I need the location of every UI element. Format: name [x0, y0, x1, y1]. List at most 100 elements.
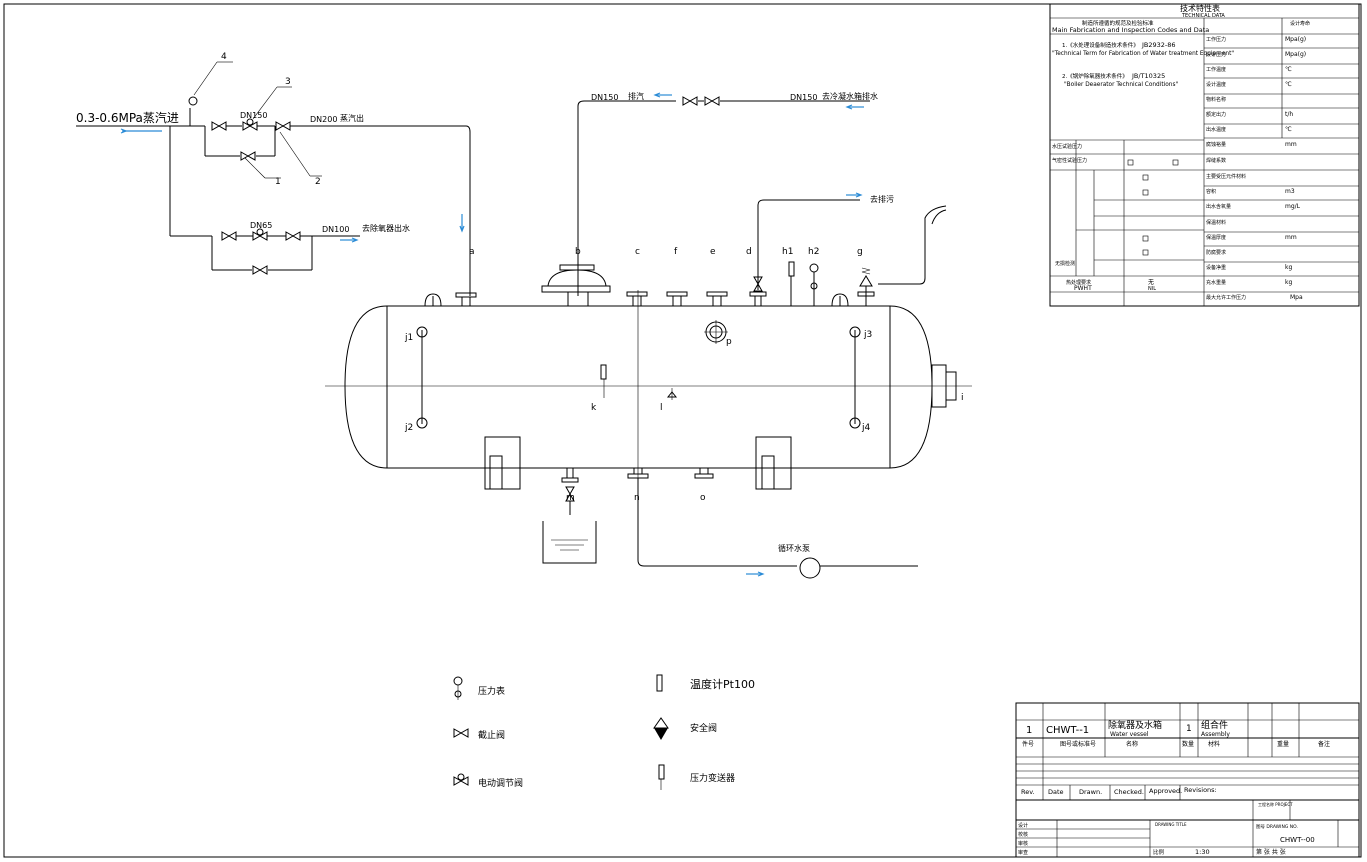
nozzle-label: h2: [808, 247, 819, 257]
tb-dwg-no-label: 图号 DRAWING NO.: [1256, 824, 1298, 830]
pressure-transmitter-icon: [658, 764, 665, 780]
legend-label: 安全阀: [690, 722, 717, 734]
spec-code2-en: "Boiler Deaerator Technical Conditions": [1064, 82, 1178, 88]
level-gauge-icon: [849, 326, 861, 338]
tb-scale-label: 比例: [1153, 848, 1165, 856]
dn-label: DN200: [310, 115, 337, 124]
callout-number: 3: [285, 77, 291, 87]
nozzle-label: h1: [782, 247, 793, 257]
level-gauge-icon: [849, 417, 861, 429]
spec-volume: 容积: [1206, 188, 1216, 195]
legend: [453, 674, 669, 790]
bottom-nozzles: [542, 468, 918, 579]
spec-subtitle: TECHNICAL DATA: [1181, 13, 1225, 19]
tb-col: 数量: [1182, 740, 1194, 748]
stop-valve-icon: [211, 121, 227, 131]
spec-pwht-en: PWHT: [1074, 285, 1092, 292]
legend-label: 电动调节阀: [478, 777, 523, 789]
electric-valve-icon: [252, 231, 268, 241]
nozzle-label: n: [634, 493, 640, 503]
pressure-gauge-icon: [453, 676, 463, 686]
pressure-gauge-icon: [188, 96, 198, 106]
tb-scale: 1:30: [1195, 848, 1210, 856]
spec-row-label: 物料名称: [1206, 96, 1226, 103]
nozzle-label: e: [710, 247, 716, 257]
nozzle-label: l: [660, 403, 663, 413]
callout-number: 4: [221, 52, 227, 62]
level-gauge-icon: [416, 417, 428, 429]
spec-codes-cn: 制造所遵循的规范及检验标准: [1082, 19, 1154, 27]
spec-codes-en: Main Fabrication and Inspection Codes an…: [1052, 26, 1209, 34]
nozzle-label: a: [469, 247, 475, 257]
dn-label: DN150: [790, 93, 817, 102]
tb-col: 重量: [1277, 740, 1289, 748]
pressure-gauge-icon: [809, 263, 819, 273]
tb-revisions: Revisions:: [1184, 786, 1217, 794]
thermometer-icon: [600, 364, 607, 380]
spec-unit: m3: [1285, 188, 1295, 195]
spec-row-label: 额定出力: [1206, 111, 1226, 118]
tb-col: 件号: [1022, 740, 1034, 748]
steam-manifold: [76, 61, 471, 296]
spec-row-label: 出水温度: [1206, 126, 1226, 133]
tb-qty: 1: [1026, 725, 1032, 736]
spec-unit: mm: [1285, 234, 1297, 241]
tb-dwg: CHWT--1: [1046, 725, 1089, 736]
tb-qty2: 1: [1186, 724, 1192, 734]
nozzle-label: f: [674, 247, 678, 257]
vent-line: [577, 92, 870, 296]
spec-row-label: 设计温度: [1206, 81, 1226, 88]
spec-corrosion: 腐蚀裕量: [1206, 141, 1226, 148]
tb-asm-cn: 组合件: [1201, 719, 1228, 731]
spec-oxygen: 出水含氧量: [1206, 203, 1231, 210]
tb-col: 图号或标准号: [1060, 740, 1096, 748]
thermometer-icon: [656, 674, 663, 692]
title-block: [1015, 702, 1360, 858]
spec-pwht-cn: 热处理要求: [1066, 279, 1091, 286]
tb-asm-en: Assembly: [1201, 731, 1230, 738]
spec-unit: mm: [1285, 141, 1297, 148]
pump-label: 循环水泵: [778, 543, 810, 553]
tb-project: 工程名称 PROJECT: [1258, 801, 1293, 807]
tb-date: Date: [1048, 788, 1064, 796]
spec-row-unit: Mpa(g): [1285, 36, 1306, 43]
level-gauge-icon: [416, 326, 428, 338]
spec-full-weight: 充水重量: [1206, 279, 1226, 286]
stop-valve-icon: [704, 96, 720, 106]
callout-number: 2: [315, 177, 321, 187]
spec-insulation-thk: 保温厚度: [1206, 234, 1226, 241]
spec-material: 主要受压元件材料: [1206, 173, 1246, 180]
spec-code1-no: JB2932-86: [1141, 41, 1176, 49]
spec-code2-no: JB/T10325: [1131, 72, 1165, 80]
safety-valve-icon: [653, 717, 669, 729]
tb-dwg-no: CHWT--00: [1280, 836, 1315, 844]
spec-unit: kg: [1285, 279, 1292, 286]
thermometer-icon: [788, 261, 795, 277]
stop-valve-icon: [682, 96, 698, 106]
spec-weld: 焊缝系数: [1206, 157, 1226, 164]
dn-label: DN150: [240, 111, 267, 120]
spec-row-unit: ℃: [1285, 81, 1292, 88]
legend-label: 压力表: [478, 685, 505, 697]
tb-drawing-title: DRAWING TITLE: [1155, 822, 1187, 827]
return-label: 去冷凝水箱排水: [822, 91, 878, 101]
nozzle-label: j1: [404, 333, 413, 343]
spec-unit: kg: [1285, 264, 1292, 271]
legend-label: 截止阀: [478, 729, 505, 741]
spec-row-unit: ℃: [1285, 126, 1292, 133]
stop-valve-icon: [285, 231, 301, 241]
drain-line: [757, 199, 860, 290]
nozzle-label: j2: [404, 423, 413, 433]
tb-col: 备注: [1318, 740, 1330, 748]
tb-col: 材料: [1208, 740, 1220, 748]
drain-label: 去排污: [870, 194, 894, 204]
spec-unit: Mpa: [1290, 294, 1303, 301]
nozzle-label: k: [591, 403, 597, 413]
electric-valve-icon: [453, 776, 469, 786]
spec-table: [1049, 3, 1360, 307]
tb-checker: 校核: [1018, 831, 1028, 838]
spec-title: 技术特性表: [1180, 3, 1220, 13]
nozzle-label: o: [700, 493, 706, 503]
